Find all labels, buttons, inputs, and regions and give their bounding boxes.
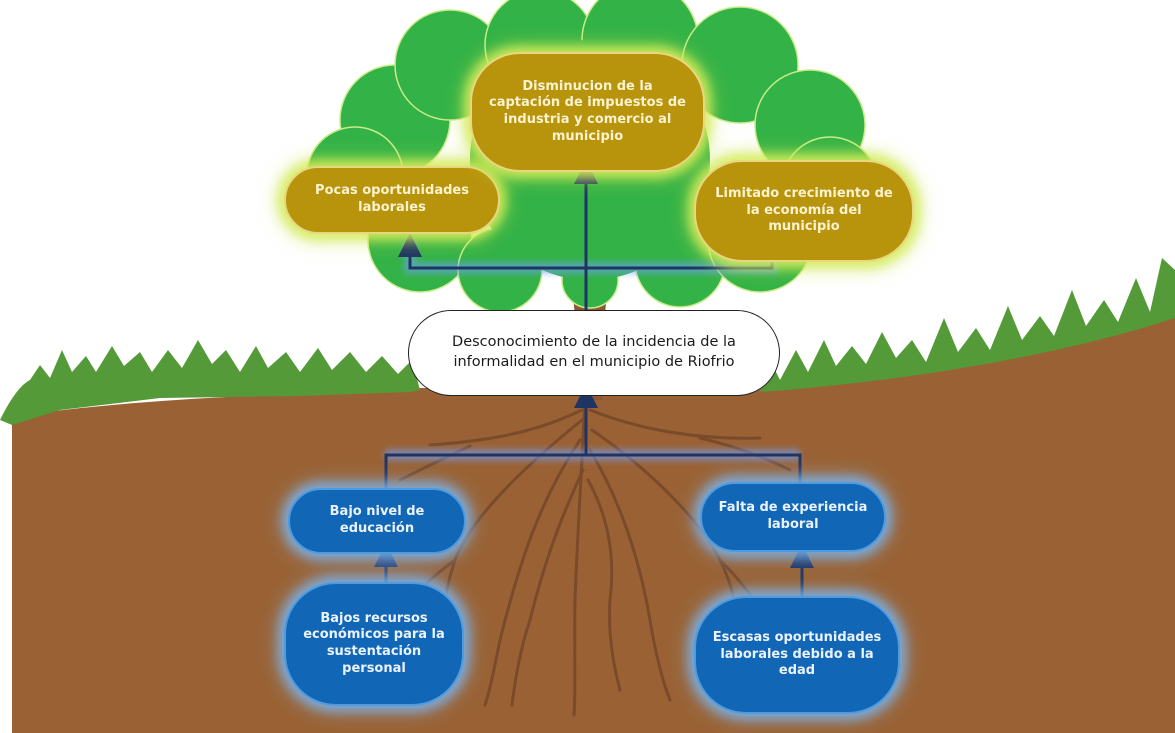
roots [388,393,792,717]
arrow-to-effect-left [398,233,586,270]
effect-right: Limitado crecimiento de la economía del … [694,160,914,262]
cause-right-direct: Falta de experiencia laboral [700,482,886,552]
line-cause-left [384,453,802,488]
cause-right-root: Escasas oportunidades laborales debido a… [694,596,900,714]
central-problem: Desconocimiento de la incidencia de la i… [408,310,780,396]
effect-center: Disminucion de la captación de impuestos… [470,52,705,172]
grass [760,258,1175,392]
effect-left: Pocas oportunidades laborales [284,166,500,234]
grass [0,340,420,425]
cause-left-root: Bajos recursos económicos para la susten… [284,582,464,706]
cause-left-direct: Bajo nivel de educación [288,488,466,554]
